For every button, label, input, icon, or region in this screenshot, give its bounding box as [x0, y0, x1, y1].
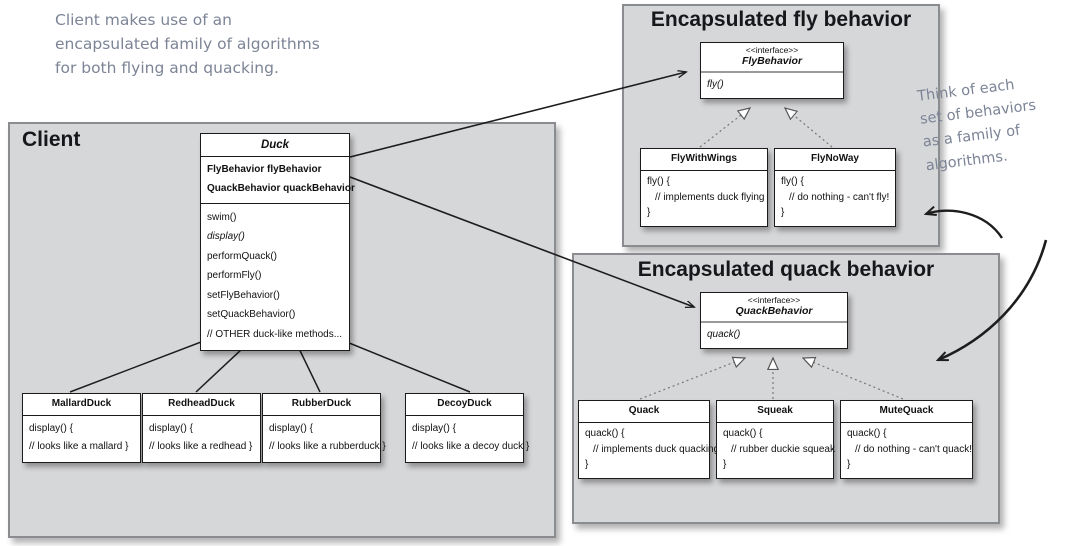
- code-row: quack() {: [585, 428, 625, 439]
- method-row: setQuackBehavior(): [207, 309, 296, 321]
- class-name-squeak: Squeak: [717, 401, 833, 423]
- method-row: // OTHER duck-like methods...: [207, 328, 343, 340]
- panel-quack-title: Encapsulated quack behavior: [637, 258, 935, 281]
- code-row: // do nothing - can't fly!: [789, 191, 890, 203]
- code-row: }: [723, 459, 727, 470]
- class-box-rubberduck[interactable]: RubberDuck display() { // looks like a r…: [262, 393, 386, 463]
- code-row: display() {: [149, 422, 193, 434]
- stereotype-label: <<interface>>: [747, 295, 801, 305]
- code-row: quack() {: [723, 428, 763, 439]
- class-body-rubberduck: display() { // looks like a rubberduck }: [263, 416, 386, 462]
- stereotype-label: <<interface>>: [745, 45, 799, 55]
- code-row: fly() {: [781, 176, 804, 187]
- class-name-mutequack: MuteQuack: [841, 401, 972, 423]
- code-row: // implements duck quacking: [593, 443, 720, 455]
- class-box-mallardduck[interactable]: MallardDuck display() { // looks like a …: [22, 393, 141, 463]
- class-body-flywithwings: fly() { // implements duck flying }: [641, 171, 767, 227]
- class-fields-duck: FlyBehavior flyBehavior QuackBehavior qu…: [201, 157, 355, 205]
- class-body-mutequack: quack() { // do nothing - can't quack! }: [841, 423, 972, 479]
- code-row: display() {: [29, 422, 73, 434]
- panel-fly-title: Encapsulated fly behavior: [650, 8, 912, 31]
- code-row: // do nothing - can't quack!: [855, 443, 972, 455]
- code-row: // rubber duckie squeak: [731, 443, 835, 455]
- method-row: swim(): [207, 211, 237, 223]
- code-row: display() {: [269, 422, 313, 434]
- class-name-flywithwings: FlyWithWings: [641, 149, 767, 171]
- class-name-mallardduck: MallardDuck: [23, 394, 140, 416]
- class-body-quack: quack() { // implements duck quacking }: [579, 423, 720, 479]
- interface-name-flybehavior: FlyBehavior: [741, 55, 803, 68]
- code-row: // implements duck flying: [655, 191, 765, 203]
- class-box-duck[interactable]: Duck FlyBehavior flyBehavior QuackBehavi…: [200, 133, 355, 351]
- code-row: }: [847, 459, 851, 470]
- class-name-flynoway: FlyNoWay: [775, 149, 895, 171]
- class-name-decoyduck: DecoyDuck: [406, 394, 523, 416]
- code-row: quack() {: [847, 428, 887, 439]
- annotation-client-note: Client makes use of an encapsulated fami…: [55, 11, 320, 78]
- class-box-mutequack[interactable]: MuteQuack quack() { // do nothing - can'…: [840, 400, 973, 479]
- code-row: }: [585, 459, 589, 470]
- class-methods-duck: swim() display() performQuack() performF…: [201, 204, 349, 350]
- method-row: setFlyBehavior(): [207, 289, 280, 301]
- code-row: }: [647, 207, 651, 218]
- class-name-redheadduck: RedheadDuck: [143, 394, 260, 416]
- field-row: QuackBehavior quackBehavior: [207, 182, 355, 194]
- class-box-redheadduck[interactable]: RedheadDuck display() { // looks like a …: [142, 393, 261, 463]
- class-body-squeak: quack() { // rubber duckie squeak }: [717, 423, 835, 479]
- class-name-rubberduck: RubberDuck: [263, 394, 380, 416]
- class-box-flynoway[interactable]: FlyNoWay fly() { // do nothing - can't f…: [774, 148, 896, 227]
- code-row: // looks like a decoy duck }: [412, 441, 530, 452]
- class-body-redheadduck: display() { // looks like a redhead }: [143, 416, 260, 462]
- class-name-duck: Duck: [201, 134, 349, 158]
- code-row: // looks like a redhead }: [149, 441, 253, 452]
- class-body-flynoway: fly() { // do nothing - can't fly! }: [775, 171, 895, 227]
- method-row: performQuack(): [207, 250, 278, 262]
- class-body-mallardduck: display() { // looks like a mallard }: [23, 416, 140, 462]
- interface-box-quackbehavior[interactable]: <<interface>> QuackBehavior quack(): [700, 292, 848, 349]
- interface-box-flybehavior[interactable]: <<interface>> FlyBehavior fly(): [700, 42, 844, 99]
- annotation-family-note: Think of each set of behaviors as a fami…: [916, 77, 1037, 174]
- code-row: display() {: [412, 422, 456, 434]
- code-row: // looks like a rubberduck }: [269, 441, 386, 452]
- code-row: // looks like a mallard }: [29, 441, 129, 452]
- code-row: fly() {: [647, 176, 670, 187]
- field-row: FlyBehavior flyBehavior: [207, 164, 322, 176]
- interface-header-quackbehavior: <<interface>> QuackBehavior: [701, 293, 847, 324]
- class-box-squeak[interactable]: Squeak quack() { // rubber duckie squeak…: [716, 400, 835, 479]
- interface-header-flybehavior: <<interface>> FlyBehavior: [701, 43, 843, 74]
- interface-methods-quackbehavior: quack(): [701, 323, 847, 348]
- interface-methods-flybehavior: fly(): [701, 73, 843, 98]
- method-row: fly(): [707, 78, 724, 90]
- class-box-flywithwings[interactable]: FlyWithWings fly() { // implements duck …: [640, 148, 768, 227]
- class-box-quack[interactable]: Quack quack() { // implements duck quack…: [578, 400, 720, 479]
- panel-client-title: Client: [22, 128, 81, 151]
- code-row: }: [781, 207, 785, 218]
- method-row: performFly(): [207, 270, 262, 282]
- interface-name-quackbehavior: QuackBehavior: [735, 305, 813, 318]
- method-row: quack(): [707, 328, 741, 340]
- class-box-decoyduck[interactable]: DecoyDuck display() { // looks like a de…: [405, 393, 530, 463]
- class-name-quack: Quack: [579, 401, 709, 423]
- method-row: display(): [207, 231, 245, 243]
- class-body-decoyduck: display() { // looks like a decoy duck }: [406, 416, 530, 462]
